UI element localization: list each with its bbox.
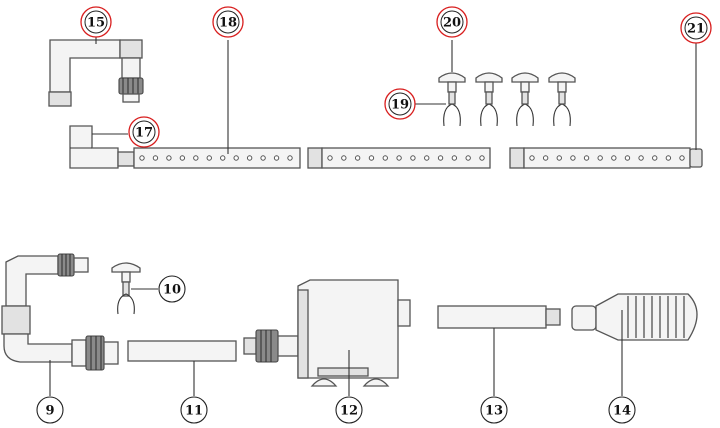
part-17-elbow: [69, 125, 128, 169]
spray-hole: [260, 155, 266, 161]
spray-hole: [273, 155, 280, 161]
spray-hole: [652, 155, 658, 161]
spray-hole: [570, 155, 576, 161]
part-12-pump: [243, 279, 411, 396]
spray-hole: [424, 155, 430, 161]
callout-9: 9: [36, 396, 64, 424]
spray-hole: [193, 155, 199, 161]
callout-18-label: 18: [219, 16, 237, 31]
callout-10: 10: [158, 275, 186, 303]
spray-hole: [479, 155, 485, 161]
spray-hole: [152, 155, 159, 161]
callout-12: 12: [335, 396, 363, 424]
suction-cup-clip: [548, 72, 576, 127]
spray-hole: [382, 155, 388, 161]
spray-hole: [437, 155, 444, 161]
spray-hole: [665, 155, 672, 161]
callout-15: 15: [80, 6, 112, 38]
spray-hole: [233, 155, 239, 161]
callout-14-label: 14: [613, 404, 631, 419]
part-18-spray-bar: [117, 40, 301, 169]
callout-14: 14: [608, 396, 636, 424]
callout-20: 20: [436, 6, 468, 38]
callout-18: 18: [212, 6, 244, 38]
callout-13: 13: [480, 396, 508, 424]
spray-hole: [597, 155, 603, 161]
callout-11: 11: [180, 396, 208, 424]
spray-hole: [354, 155, 361, 161]
spray-hole: [220, 155, 226, 161]
part-9-outlet-assembly: [1, 253, 119, 396]
callout-17: 17: [128, 116, 160, 148]
suction-cup-clip: [438, 72, 466, 127]
spray-bar-end: [509, 147, 691, 169]
callout-17-label: 17: [135, 126, 153, 141]
suction-cup-clip: [475, 72, 503, 127]
callout-19: 19: [384, 88, 416, 120]
part-14-strainer: [571, 293, 698, 396]
spray-hole: [410, 155, 416, 161]
spray-hole: [368, 155, 375, 161]
spray-hole: [327, 155, 333, 161]
callout-10-label: 10: [163, 283, 181, 298]
callout-21: 21: [680, 12, 712, 44]
spray-hole: [624, 155, 631, 161]
callout-11-label: 11: [185, 404, 203, 419]
callout-20-label: 20: [443, 16, 461, 31]
spray-hole: [529, 155, 535, 161]
spray-hole: [206, 155, 212, 161]
spray-hole: [679, 155, 685, 161]
callout-9-label: 9: [45, 404, 54, 419]
spray-hole: [638, 155, 644, 161]
callout-15-label: 15: [87, 16, 105, 31]
spray-hole: [542, 155, 549, 161]
callout-21-label: 21: [687, 22, 705, 37]
spray-hole: [396, 155, 402, 161]
part-10-suction-clip: [111, 262, 158, 315]
callout-19-label: 19: [391, 98, 409, 113]
callout-13-label: 13: [485, 404, 503, 419]
part-21-end-cap: [689, 42, 703, 168]
part-11-pipe: [127, 340, 237, 396]
spray-hole: [465, 155, 471, 161]
spray-hole: [287, 155, 293, 161]
spray-hole: [611, 155, 617, 161]
spray-hole: [583, 155, 590, 161]
part-20-suction-cups: [414, 40, 576, 127]
spray-hole: [246, 155, 253, 161]
spray-hole: [166, 155, 172, 161]
part-15-outlet-elbow: [48, 34, 144, 107]
spray-hole: [451, 155, 458, 161]
spray-hole: [139, 155, 145, 161]
spray-hole: [179, 155, 186, 161]
suction-cup-clip: [511, 72, 539, 127]
callout-12-label: 12: [340, 404, 358, 419]
part-13-pipe: [437, 305, 561, 396]
spray-hole: [556, 155, 562, 161]
spray-hole: [341, 155, 347, 161]
spray-bar-middle: [307, 147, 491, 169]
